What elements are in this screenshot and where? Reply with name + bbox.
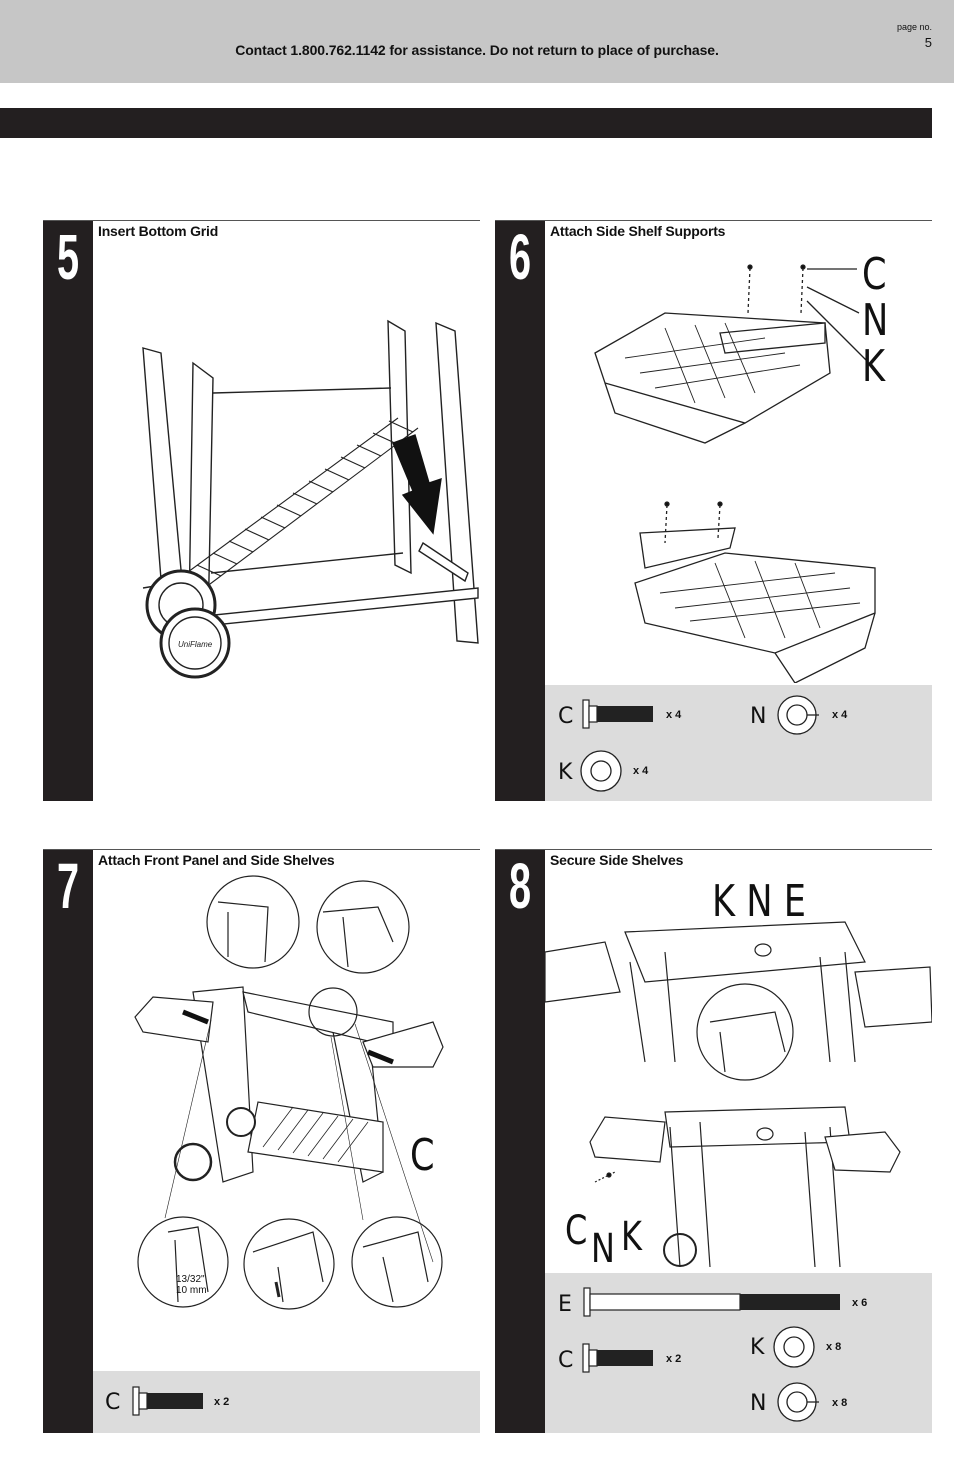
part-quantity: x 4 bbox=[832, 709, 848, 721]
step-title: Attach Front Panel and Side Shelves bbox=[98, 852, 335, 868]
part-letter: C bbox=[558, 1348, 574, 1373]
step-title: Insert Bottom Grid bbox=[98, 223, 219, 239]
callout-label: C bbox=[410, 1130, 435, 1181]
part-letter: C bbox=[558, 704, 574, 729]
side-shelf-support-illustration bbox=[545, 243, 932, 683]
part-quantity: x 2 bbox=[214, 1396, 230, 1408]
hardware-box: C x 4 N x 4 K x 4 bbox=[545, 685, 932, 801]
step-7-panel: 7 Attach Front Panel and Side Shelves bbox=[43, 849, 480, 1433]
callout-label: N bbox=[862, 295, 889, 346]
page-header: Contact 1.800.762.1142 for assistance. D… bbox=[0, 0, 954, 83]
part-quantity: x 4 bbox=[666, 709, 682, 721]
flat-washer-icon bbox=[580, 750, 622, 792]
page-number-label: page no. bbox=[896, 22, 932, 32]
dimension-mm: 10 mm bbox=[176, 1285, 207, 1296]
bolt-icon bbox=[132, 1386, 203, 1416]
dimension-label: 13/32" 10 mm bbox=[176, 1274, 207, 1296]
bolt-icon bbox=[582, 699, 653, 729]
callout-label: C bbox=[862, 249, 887, 300]
dimension-inches: 13/32" bbox=[176, 1274, 205, 1285]
step-6-panel: 6 Attach Side Shelf Supports bbox=[495, 220, 932, 801]
front-panel-side-shelves-illustration bbox=[93, 872, 480, 1312]
step-number: 5 bbox=[56, 221, 80, 293]
part-quantity: x 4 bbox=[633, 765, 649, 777]
step-number: 6 bbox=[508, 221, 532, 293]
callout-label: K bbox=[621, 1214, 642, 1260]
cart-grid-illustration: UniFlame bbox=[93, 243, 480, 683]
callout-label: K N E bbox=[712, 876, 807, 927]
step-number: 8 bbox=[508, 850, 532, 922]
lock-washer-icon bbox=[777, 695, 819, 735]
step-number: 7 bbox=[56, 850, 80, 922]
step-number-column: 8 bbox=[495, 850, 545, 1433]
step-title: Secure Side Shelves bbox=[550, 852, 684, 868]
callout-label: C bbox=[565, 1208, 588, 1254]
step-number-column: 7 bbox=[43, 850, 93, 1433]
long-bolt-icon bbox=[583, 1287, 840, 1317]
part-letter: E bbox=[558, 1292, 572, 1317]
lock-washer-icon bbox=[777, 1382, 819, 1422]
secure-side-shelves-illustration bbox=[545, 872, 932, 1267]
contact-notice: Contact 1.800.762.1142 for assistance. D… bbox=[235, 42, 719, 58]
part-quantity: x 6 bbox=[852, 1297, 868, 1309]
step-number-column: 6 bbox=[495, 221, 545, 801]
part-letter: C bbox=[105, 1390, 121, 1415]
callout-label: K bbox=[862, 341, 886, 392]
part-quantity: x 8 bbox=[826, 1341, 842, 1353]
flat-washer-icon bbox=[773, 1326, 815, 1368]
part-letter: K bbox=[750, 1335, 765, 1360]
part-letter: N bbox=[750, 704, 767, 729]
svg-text:UniFlame: UniFlame bbox=[178, 640, 213, 649]
part-quantity: x 8 bbox=[832, 1397, 848, 1409]
step-8-panel: 8 Secure Side Shelves K N E C N K bbox=[495, 849, 932, 1433]
section-bar bbox=[0, 108, 932, 138]
bolt-icon bbox=[582, 1343, 653, 1373]
step-number-column: 5 bbox=[43, 221, 93, 801]
hardware-box: E x 6 C x 2 K x 8 N x 8 bbox=[545, 1273, 932, 1433]
page-number: 5 bbox=[924, 35, 932, 50]
part-quantity: x 2 bbox=[666, 1353, 682, 1365]
step-5-panel: 5 Insert Bottom Grid bbox=[43, 220, 480, 801]
callout-label: N bbox=[591, 1226, 615, 1272]
hardware-box: C x 2 bbox=[93, 1371, 480, 1433]
part-letter: K bbox=[558, 760, 573, 785]
part-letter: N bbox=[750, 1391, 767, 1416]
step-title: Attach Side Shelf Supports bbox=[550, 223, 726, 239]
